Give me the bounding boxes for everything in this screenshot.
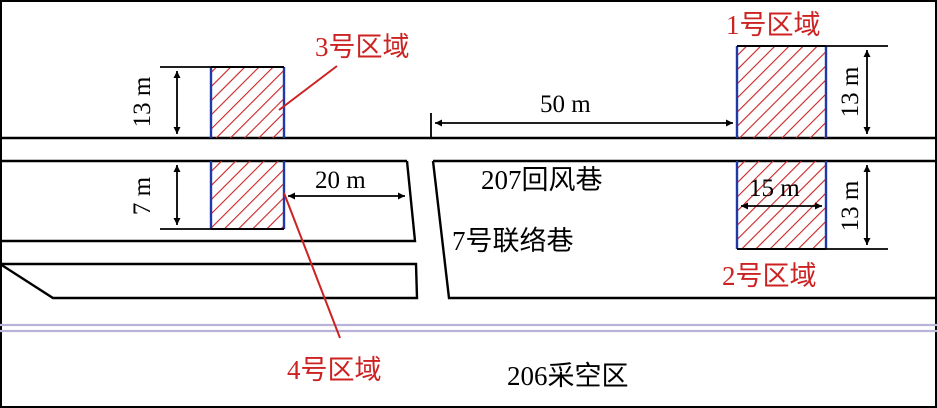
dim-20m-text: 20 m — [315, 167, 366, 194]
zone-1-area — [737, 46, 826, 138]
zone-3-label: 3号区域 — [315, 32, 410, 62]
right-block-outline — [431, 160, 937, 300]
dim-50m-text: 50 m — [540, 91, 591, 118]
goaf-label: 206采空区 — [507, 361, 629, 391]
zone-2-label: 2号区域 — [722, 261, 817, 291]
zone-3-leader — [278, 65, 338, 111]
left-block-outline — [0, 160, 417, 243]
connection-roadway-label: 7号联络巷 — [452, 226, 574, 256]
dim-13m-right-top-text: 13 m — [837, 66, 864, 117]
dim-15m-text: 15 m — [749, 175, 800, 202]
zone-1-label: 1号区域 — [726, 10, 821, 40]
dim-7m-left-text: 7 m — [129, 176, 156, 215]
zone-4-leader — [283, 192, 341, 339]
zone-3-area — [211, 67, 284, 138]
zone-4-area — [211, 161, 284, 229]
zone-4-label: 4号区域 — [287, 355, 382, 385]
dim-13m-left-text: 13 m — [129, 76, 156, 127]
connection-roadway-strip — [0, 262, 419, 300]
dim-13m-right-bottom-text: 13 m — [837, 180, 864, 231]
return-air-roadway-label: 207回风巷 — [481, 165, 603, 195]
